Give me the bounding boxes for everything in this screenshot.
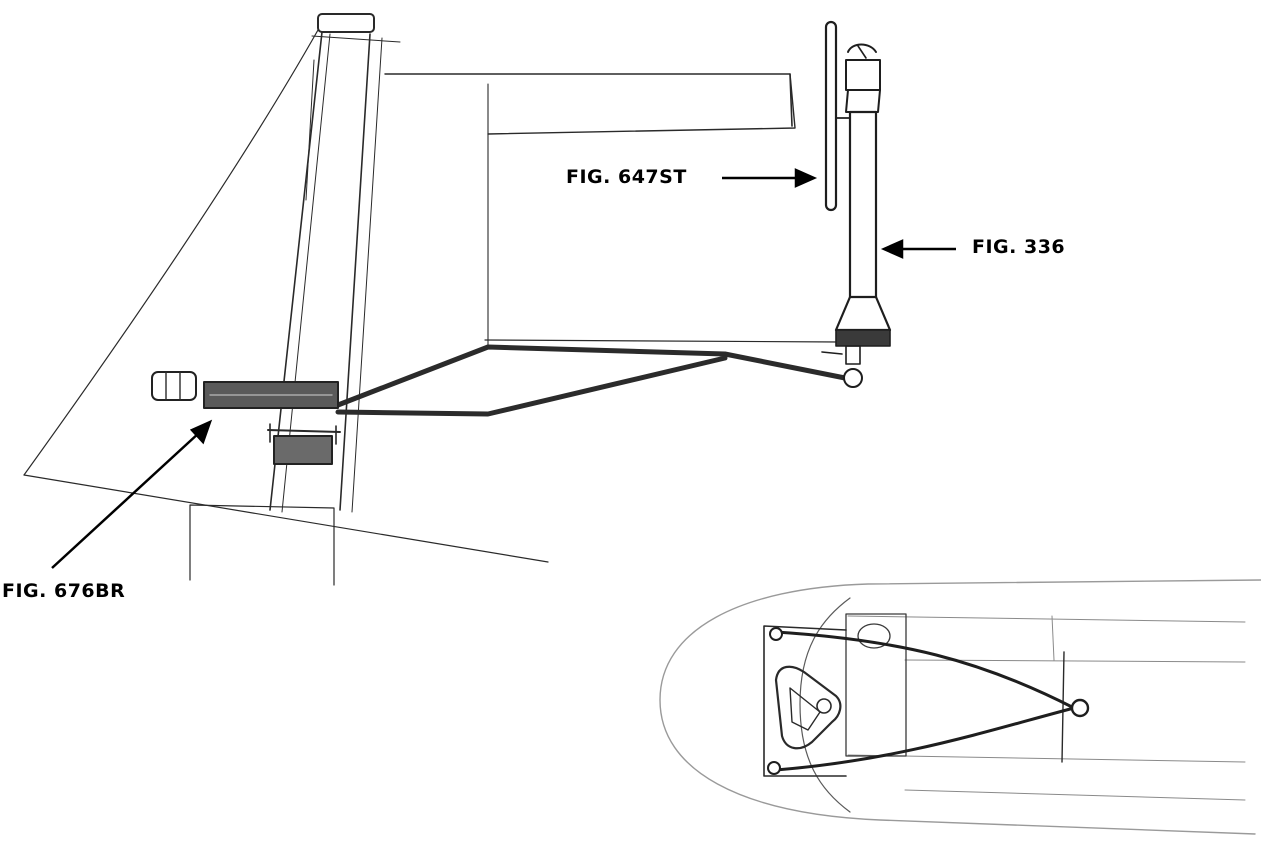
mast-cap bbox=[317, 13, 375, 33]
hull-bottom-line bbox=[23, 474, 549, 563]
callout-arrows bbox=[51, 168, 956, 569]
hull-profile-line bbox=[23, 29, 319, 476]
spar-rod bbox=[824, 20, 851, 212]
vertical-pole bbox=[821, 43, 892, 388]
plan-pole-base bbox=[1070, 698, 1090, 718]
base-block bbox=[189, 504, 335, 586]
plan-cable-run bbox=[774, 630, 1076, 772]
deck-outline bbox=[659, 579, 1261, 835]
side-elevation-view bbox=[23, 13, 892, 586]
label-fig-676br: FIG. 676BR bbox=[2, 580, 126, 602]
turnbuckle-assembly bbox=[151, 371, 341, 465]
arrow-676br bbox=[51, 431, 201, 569]
cockpit-curve bbox=[799, 597, 851, 813]
hatch-opening bbox=[857, 623, 891, 649]
plan-view bbox=[659, 579, 1261, 835]
cable-run bbox=[335, 344, 848, 417]
label-fig-336: FIG. 336 bbox=[972, 236, 1066, 258]
hatch-box bbox=[845, 613, 907, 757]
label-fig-647st: FIG. 647ST bbox=[566, 166, 687, 188]
winch-plate bbox=[774, 665, 842, 750]
cabin-lines bbox=[847, 615, 1246, 801]
boom-frame bbox=[384, 73, 796, 135]
mast-right-edge bbox=[339, 33, 371, 511]
